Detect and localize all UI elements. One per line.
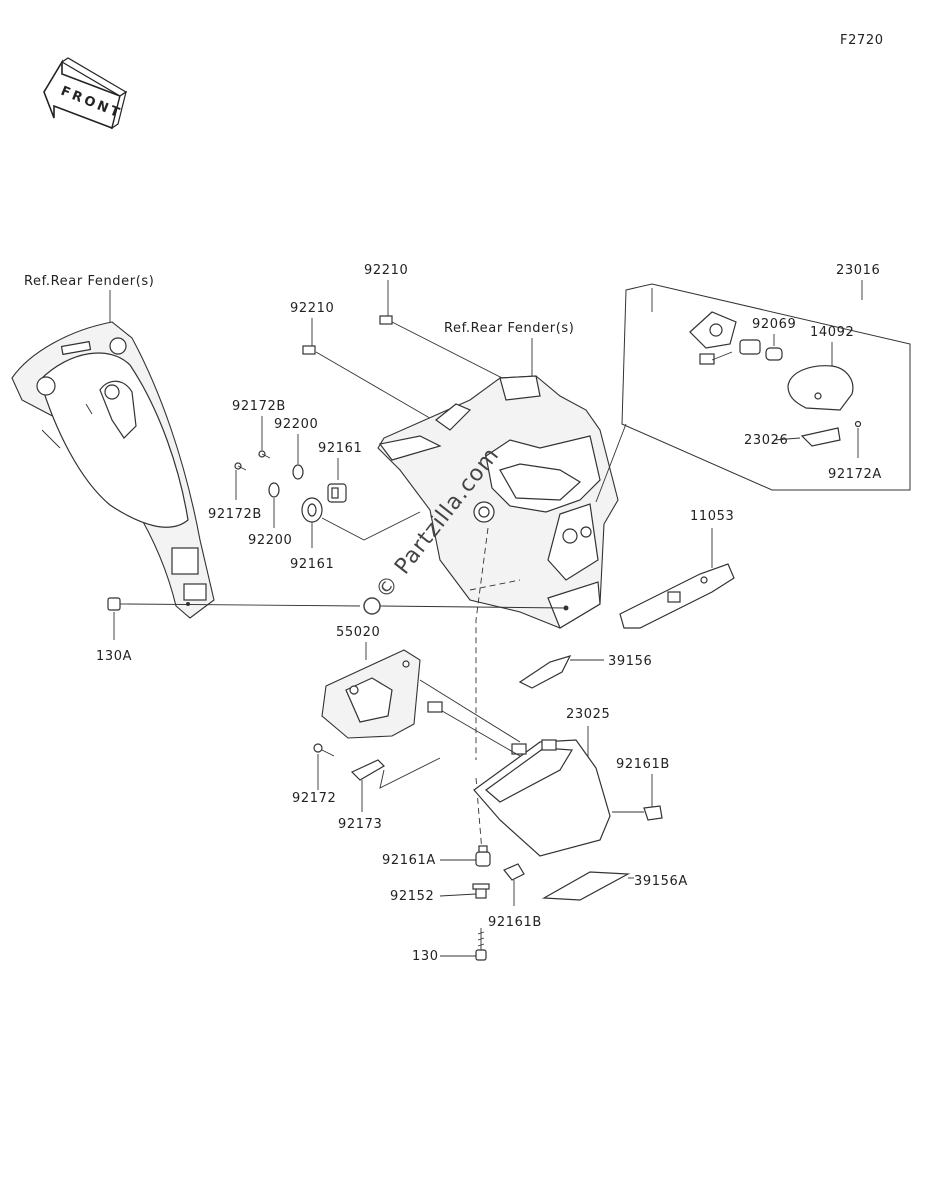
part-55020-label[interactable]: 55020 [336,625,380,640]
lens-23026[interactable] [800,427,841,447]
part-92161A-label[interactable]: 92161A [382,853,436,868]
pad-39156A[interactable] [541,871,631,901]
part-92172-label[interactable]: 92172 [292,791,336,806]
bolt-130[interactable] [475,928,487,961]
rear-fender-left-part[interactable] [11,321,215,619]
grommet-92161B-bottom[interactable] [503,863,525,881]
washer-92200-bottom[interactable] [268,482,280,498]
part-92172B-label-bottom[interactable]: 92172B [208,507,262,522]
ref-rear-fender-center-label: Ref.Rear Fender(s) [444,321,574,336]
clip-92173[interactable] [350,759,385,781]
screw-92172B-bottom[interactable] [234,462,247,471]
figure-code: F2720 [840,33,884,48]
part-92172A-label[interactable]: 92172A [828,467,882,482]
part-92172B-label-top[interactable]: 92172B [232,399,286,414]
part-23016-label[interactable]: 23016 [836,263,880,278]
part-92152-label[interactable]: 92152 [390,889,434,904]
screw-92172[interactable] [313,743,335,757]
bracket-11053[interactable] [619,563,735,629]
part-39156-label[interactable]: 39156 [608,654,652,669]
part-130-label[interactable]: 130 [412,949,439,964]
part-92161B-label-bottom[interactable]: 92161B [488,915,542,930]
part-92200-label-bottom[interactable]: 92200 [248,533,292,548]
grommet-92161B-right[interactable] [643,805,663,821]
washer-92200-top[interactable] [292,464,304,480]
part-92161B-label-right[interactable]: 92161B [616,757,670,772]
screw-92172A[interactable] [854,420,862,428]
part-11053-label[interactable]: 11053 [690,509,734,524]
lamp-cover-14092[interactable] [787,365,854,411]
part-92161-label-bottom[interactable]: 92161 [290,557,334,572]
part-92200-label-top[interactable]: 92200 [274,417,318,432]
part-92173-label[interactable]: 92173 [338,817,382,832]
inset-frame [621,283,911,491]
bracket-55020[interactable] [321,649,521,743]
part-23026-label[interactable]: 23026 [744,433,788,448]
part-92210-label-left[interactable]: 92210 [290,301,334,316]
bulb-92069[interactable] [765,347,783,361]
part-92161-label-top[interactable]: 92161 [318,441,362,456]
part-14092-label[interactable]: 14092 [810,325,854,340]
bolt-130A[interactable] [107,597,128,611]
part-23025-label[interactable]: 23025 [566,707,610,722]
front-arrow-icon: FRONT [43,57,128,130]
part-92069-label[interactable]: 92069 [752,317,796,332]
tail-housing-part[interactable] [377,375,619,629]
license-lamp-socket-23016[interactable] [689,311,761,365]
grommet-92161-bottom[interactable] [301,497,323,523]
grommet-92161-top[interactable] [327,483,347,503]
grommet-92161A[interactable] [475,845,491,867]
screw-92172B-top[interactable] [258,450,271,459]
part-130A-label[interactable]: 130A [96,649,132,664]
clip-92210-left[interactable] [302,345,316,355]
part-92210-label-top[interactable]: 92210 [364,263,408,278]
ref-rear-fender-left-label: Ref.Rear Fender(s) [24,274,154,289]
collar-92152[interactable] [472,883,490,899]
part-39156A-label[interactable]: 39156A [634,874,688,889]
pad-39156[interactable] [518,655,572,689]
tail-lamp-23025[interactable] [427,701,611,857]
clip-92210-top[interactable] [379,315,393,325]
